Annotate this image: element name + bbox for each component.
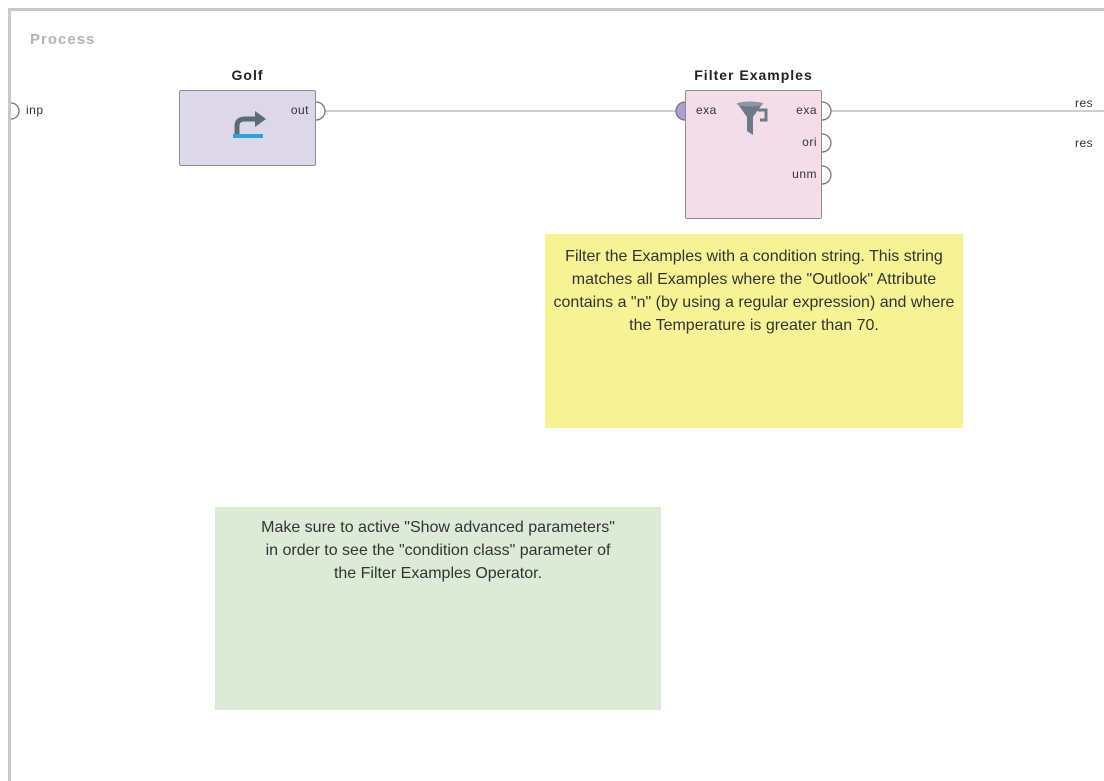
process-output-label-1: res bbox=[1075, 96, 1094, 110]
filter-exa-input-port[interactable] bbox=[675, 101, 686, 121]
filter-unm-output-port[interactable] bbox=[821, 165, 832, 185]
yellow-sticky-note[interactable]: Filter the Examples with a condition str… bbox=[545, 234, 963, 428]
process-input-label: inp bbox=[26, 103, 44, 117]
funnel-icon bbox=[737, 101, 768, 135]
panel-border-left bbox=[8, 8, 11, 781]
filter-ori-output-label: ori bbox=[802, 135, 817, 149]
retrieve-arrow-icon bbox=[233, 111, 266, 138]
filter-operator-title: Filter Examples bbox=[694, 67, 813, 83]
panel-border-top bbox=[8, 8, 1104, 11]
process-panel-title: Process bbox=[30, 31, 96, 48]
filter-unm-output-label: unm bbox=[792, 167, 817, 181]
process-input-port[interactable] bbox=[10, 102, 20, 120]
golf-out-port[interactable] bbox=[315, 101, 326, 121]
golf-operator-title: Golf bbox=[231, 67, 264, 83]
golf-out-label: out bbox=[290, 103, 309, 117]
golf-operator[interactable]: out bbox=[179, 90, 316, 166]
filter-exa-output-label: exa bbox=[796, 103, 817, 117]
filter-ori-output-port[interactable] bbox=[821, 133, 832, 153]
process-output-label-2: res bbox=[1075, 136, 1094, 150]
filter-exa-input-label: exa bbox=[696, 103, 717, 117]
filter-exa-output-port[interactable] bbox=[821, 101, 832, 121]
filter-exa-input-fill bbox=[676, 102, 685, 120]
green-sticky-note[interactable]: Make sure to active "Show advanced param… bbox=[215, 507, 661, 710]
filter-examples-operator[interactable]: exa exa ori unm bbox=[685, 90, 822, 219]
